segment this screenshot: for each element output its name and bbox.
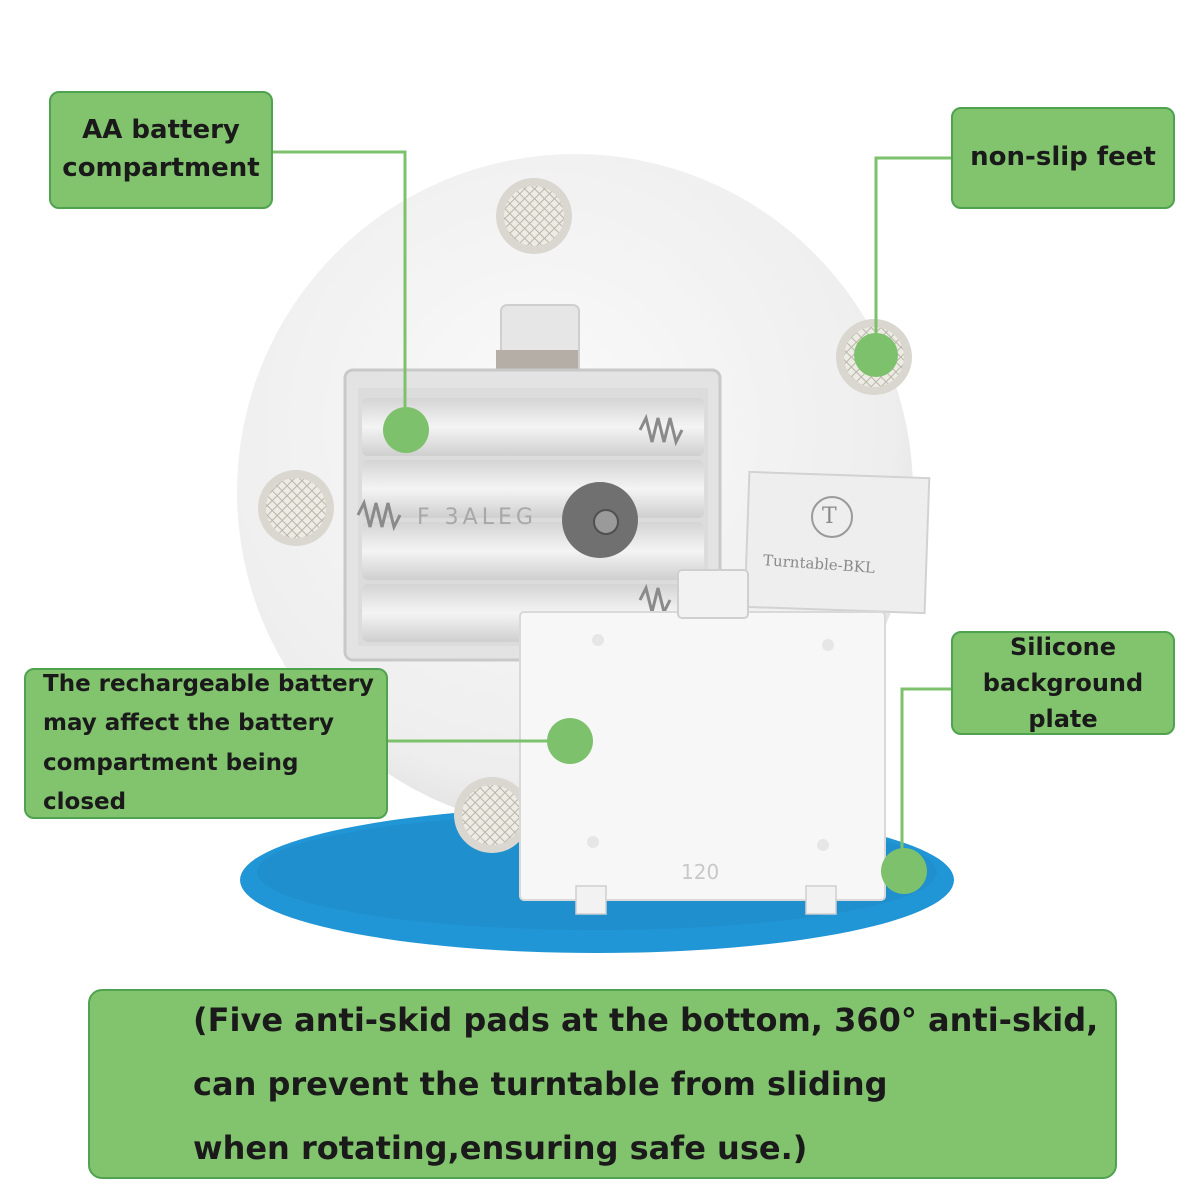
leader-silicone — [881, 687, 951, 894]
callout-line: compartment — [62, 153, 260, 183]
logo-letter: T — [822, 504, 837, 529]
callout-line: AA battery — [82, 115, 240, 146]
callout-line: compartment being closed — [43, 749, 299, 815]
callout-silicone-plate: Silicone background plate — [951, 631, 1175, 735]
compartment-text: F 3ALEG — [417, 505, 537, 530]
callout-line: background plate — [982, 669, 1144, 733]
non-slip-foot — [454, 777, 530, 853]
battery-compartment — [343, 368, 722, 662]
callout-non-slip-feet: non-slip feet — [951, 107, 1175, 209]
note-line: (Five anti-skid pads at the bottom, 360°… — [193, 1001, 1099, 1039]
non-slip-foot — [496, 178, 572, 254]
note-line: can prevent the turntable from sliding — [193, 1065, 888, 1103]
callout-line: non-slip feet — [970, 142, 1156, 173]
callout-line: The rechargeable battery — [43, 671, 374, 698]
leader-aa — [273, 150, 429, 453]
callout-line: Silicone — [1009, 633, 1117, 661]
leader-rechargeable — [388, 718, 593, 764]
callout-aa-battery: AA battery compartment — [49, 91, 273, 209]
cover-number: 120 — [681, 860, 720, 884]
note-line: when rotating,ensuring safe use.) — [193, 1129, 808, 1167]
non-slip-foot — [258, 470, 334, 546]
leader-feet — [854, 156, 951, 377]
battery-cover — [519, 569, 886, 915]
bottom-note: (Five anti-skid pads at the bottom, 360°… — [88, 989, 1117, 1179]
callout-line: may affect the battery — [43, 710, 335, 737]
callout-rechargeable-battery: The rechargeable battery may affect the … — [24, 668, 388, 819]
